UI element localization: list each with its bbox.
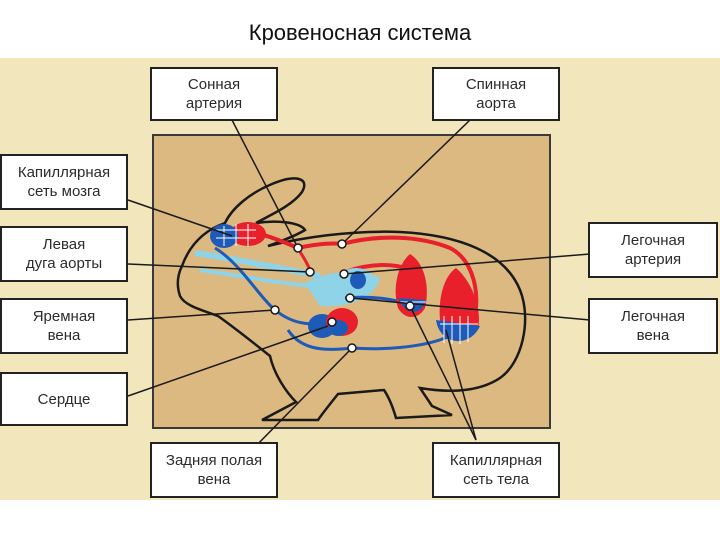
label-pulmonary-artery: Легочная артерия [588, 222, 718, 278]
label-brain-capillary-net: Капиллярная сеть мозга [0, 154, 128, 210]
label-left-aortic-arch: Левая дуга аорты [0, 226, 128, 282]
lung-back [439, 268, 480, 339]
brain-capillary-net [216, 224, 256, 246]
junction-dot [345, 293, 355, 303]
leader-line [127, 199, 233, 237]
lung-grid [400, 301, 478, 344]
junction-dot [347, 343, 357, 353]
label-body-capillary-net: Капиллярная сеть тела [432, 442, 560, 498]
pale-vessel [199, 268, 311, 288]
leader-line [445, 329, 477, 441]
junction-dot [405, 301, 415, 311]
leader-line [343, 253, 591, 275]
circulatory-diagram [127, 119, 591, 453]
leader-line [127, 263, 311, 273]
label-carotid-artery: Сонная артерия [150, 67, 278, 121]
vein-vessel [286, 329, 353, 351]
label-pulmonary-vein: Легочная вена [588, 298, 718, 354]
junction-dot [305, 267, 315, 277]
junction-dot [270, 305, 280, 315]
leader-line [341, 119, 471, 245]
pulmonary-sac-core [350, 271, 366, 289]
label-heart: Сердце [0, 372, 128, 426]
label-posterior-vena-cava: Задняя полая вена [150, 442, 278, 498]
junction-dot [339, 269, 349, 279]
leader-line [127, 325, 329, 397]
leader-line [249, 347, 353, 453]
junction-dot [337, 239, 347, 249]
leader-line [127, 309, 276, 321]
leader-line [409, 305, 477, 441]
leader-line [231, 119, 299, 249]
diagram-area: Сонная артерия Спинная аорта Капиллярная… [0, 58, 720, 500]
label-dorsal-aorta: Спинная аорта [432, 67, 560, 121]
artery-vessel [341, 235, 479, 309]
junction-dot [293, 243, 303, 253]
label-jugular-vein: Яремная вена [0, 298, 128, 354]
leader-line [349, 297, 591, 321]
slide-title: Кровеносная система [248, 20, 472, 45]
rabbit-outline [176, 177, 527, 422]
junction-dot [327, 317, 337, 327]
